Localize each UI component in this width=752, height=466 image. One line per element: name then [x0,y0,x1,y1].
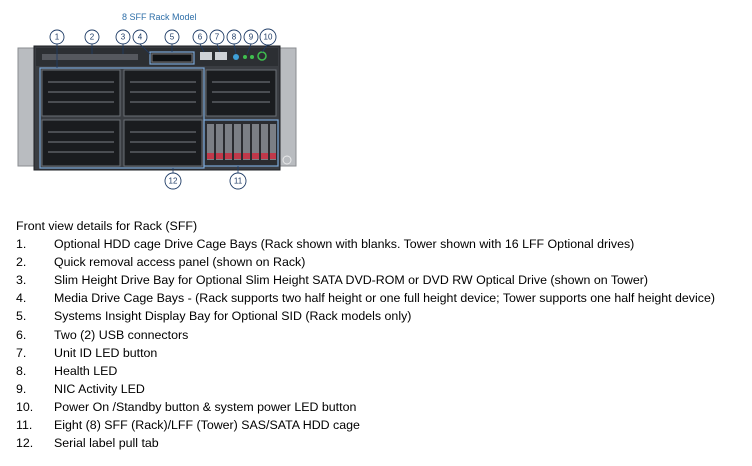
list-item: 10. Power On /Standby button & system pow… [16,398,746,416]
item-number: 4. [16,291,27,306]
item-number: 3. [16,273,27,288]
item-text: Serial label pull tab [54,436,159,451]
sff-drives [207,124,276,160]
list-item: 6. Two (2) USB connectors [16,326,746,344]
usb-port-icon [215,52,227,60]
item-text: NIC Activity LED [54,381,145,396]
figure-title: 8 SFF Rack Model [122,12,197,22]
list-item: 9. NIC Activity LED [16,380,746,398]
item-text: Health LED [54,363,118,378]
item-number: 5. [16,309,27,324]
list-item: 11. Eight (8) SFF (Rack)/LFF (Tower) SAS/… [16,416,746,434]
item-text: Power On /Standby button & system power … [54,399,357,414]
usb-port-icon [200,52,212,60]
item-number: 9. [16,381,27,396]
vent-grille [48,81,270,153]
callout-label-11: 11 [234,177,243,186]
item-text: Slim Height Drive Bay for Optional Slim … [54,273,648,288]
callout-label-1: 1 [55,33,60,42]
item-text: Eight (8) SFF (Rack)/LFF (Tower) SAS/SAT… [54,418,360,433]
list-item: 3. Slim Height Drive Bay for Optional Sli… [16,271,746,289]
callout-label-5: 5 [170,33,175,42]
led-indicator-icon [243,55,247,59]
list-item: 4. Media Drive Cage Bays - (Rack supports… [16,289,746,307]
front-view-details: Front view details for Rack (SFF) 1. Opti… [16,217,746,452]
list-item: 5. Systems Insight Display Bay for Option… [16,307,746,325]
item-number: 6. [16,327,27,342]
item-text: Media Drive Cage Bays - (Rack supports t… [54,291,715,306]
led-indicator-icon [250,55,254,59]
item-number: 1. [16,237,27,252]
detail-list: 1. Optional HDD cage Drive Cage Bays (Rac… [16,235,746,452]
server-illustration: 1 2 3 4 5 6 7 8 9 10 12 11 [17,28,297,190]
optical-drive-bay [151,53,193,63]
left-rack-ear [17,47,37,167]
hpe-logo-icon [282,155,292,165]
callout-circles [49,28,277,190]
item-number: 8. [16,363,27,378]
item-text: Two (2) USB connectors [54,327,189,342]
callout-label-9: 9 [249,33,254,42]
callout-label-6: 6 [198,33,203,42]
access-panel [42,54,138,60]
callout-label-4: 4 [138,33,143,42]
item-text: Optional HDD cage Drive Cage Bays (Rack … [54,237,635,252]
callout-leaders [56,43,269,174]
item-number: 11. [16,418,33,433]
list-item: 1. Optional HDD cage Drive Cage Bays (Rac… [16,235,746,253]
callout-label-12: 12 [169,177,178,186]
callout-label-7: 7 [215,33,220,42]
right-rack-ear [277,47,297,167]
item-text: Quick removal access panel (shown on Rac… [54,255,306,270]
item-number: 12. [16,436,34,451]
item-number: 7. [16,345,27,360]
list-item: 8. Health LED [16,362,746,380]
item-text: Systems Insight Display Bay for Optional… [54,309,412,324]
list-item: 12. Serial label pull tab [16,434,746,452]
callout-label-10: 10 [264,33,273,42]
server-front-view-figure: 1 2 3 4 5 6 7 8 9 10 12 11 8 SFF Rack Mo… [0,0,752,200]
callout-label-2: 2 [90,33,95,42]
item-text: Unit ID LED button [54,345,158,360]
details-heading: Front view details for Rack (SFF) [16,219,198,233]
item-number: 10. [16,399,34,414]
callout-label-3: 3 [121,33,126,42]
item-number: 2. [16,255,27,270]
callout-label-8: 8 [232,33,237,42]
list-item: 7. Unit ID LED button [16,344,746,362]
led-indicator-icon [233,54,239,60]
list-item: 2. Quick removal access panel (shown on R… [16,253,746,271]
